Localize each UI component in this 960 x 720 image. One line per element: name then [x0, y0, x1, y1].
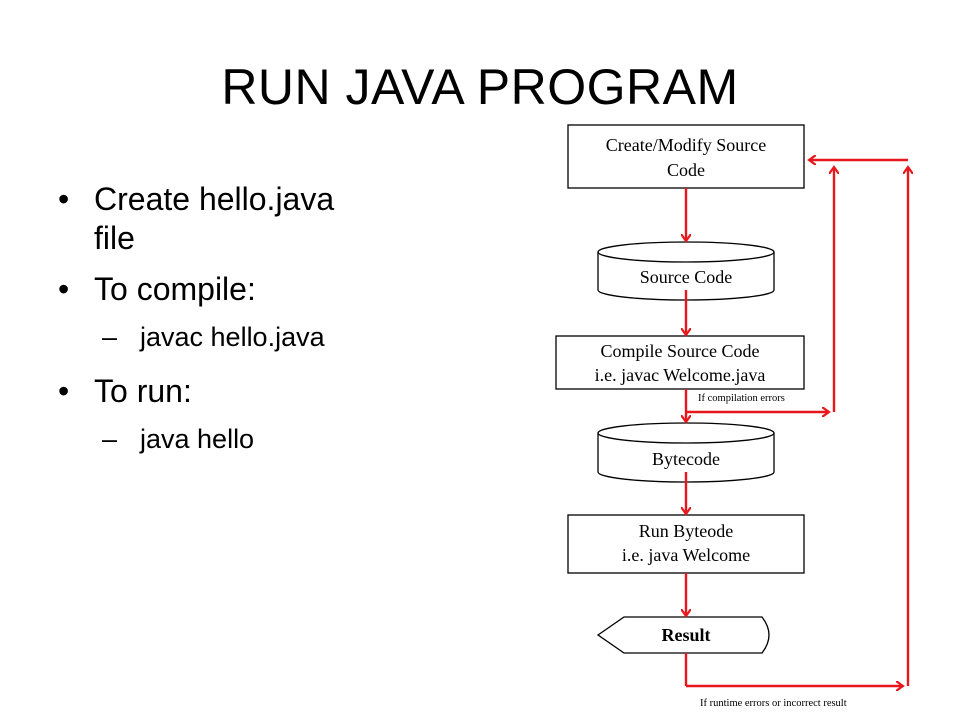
create-source-node: Create/Modify Source Code [567, 124, 805, 189]
bullet-item: • To compile: [58, 270, 438, 309]
compile-line1: Compile Source Code [601, 341, 760, 361]
run-node: Run Byteode i.e. java Welcome [567, 514, 805, 574]
sub-bullet-text: javac hello.java [140, 322, 325, 353]
bullet-text-line2: file [94, 220, 135, 257]
slide-title: RUN JAVA PROGRAM [221, 59, 739, 115]
runtime-error-label: If runtime errors or incorrect result [700, 698, 847, 709]
compile-error-label: If compilation errors [698, 393, 785, 404]
bullet-list: • Create hello.java file • To compile: –… [58, 180, 438, 474]
bullet-dot-icon: • [58, 181, 70, 217]
sub-bullet-text: java hello [140, 424, 255, 455]
source-code-label: Source Code [640, 267, 732, 287]
sub-bullet-item: – java hello [58, 423, 438, 456]
result-label: Result [662, 625, 711, 645]
bullet-text-line1: Create hello.java [94, 181, 335, 217]
run-line2: i.e. java Welcome [622, 545, 750, 565]
bullet-dot-icon: • [58, 373, 70, 410]
bullet-dot-icon: • [58, 271, 70, 308]
bytecode-node: Bytecode [597, 422, 775, 483]
compile-error-loop [686, 168, 834, 412]
sub-bullet-item: – javac hello.java [58, 321, 438, 354]
source-code-node: Source Code [597, 241, 775, 301]
create-source-line2: Code [667, 160, 705, 180]
runtime-error-loop [684, 160, 908, 686]
bytecode-label: Bytecode [652, 449, 720, 469]
create-source-line1: Create/Modify Source [606, 135, 766, 155]
compile-line2: i.e. javac Welcome.java [595, 365, 766, 385]
bullet-item: • To run: [58, 372, 438, 411]
result-node: Result [596, 616, 770, 654]
dash-icon: – [102, 424, 118, 455]
dash-icon: – [102, 322, 118, 353]
bullet-text: To run: [94, 373, 192, 410]
run-line1: Run Byteode [639, 521, 734, 541]
bullet-item: • Create hello.java file [58, 180, 438, 258]
bullet-text: To compile: [94, 271, 256, 308]
compile-node: Compile Source Code i.e. javac Welcome.j… [555, 335, 805, 390]
